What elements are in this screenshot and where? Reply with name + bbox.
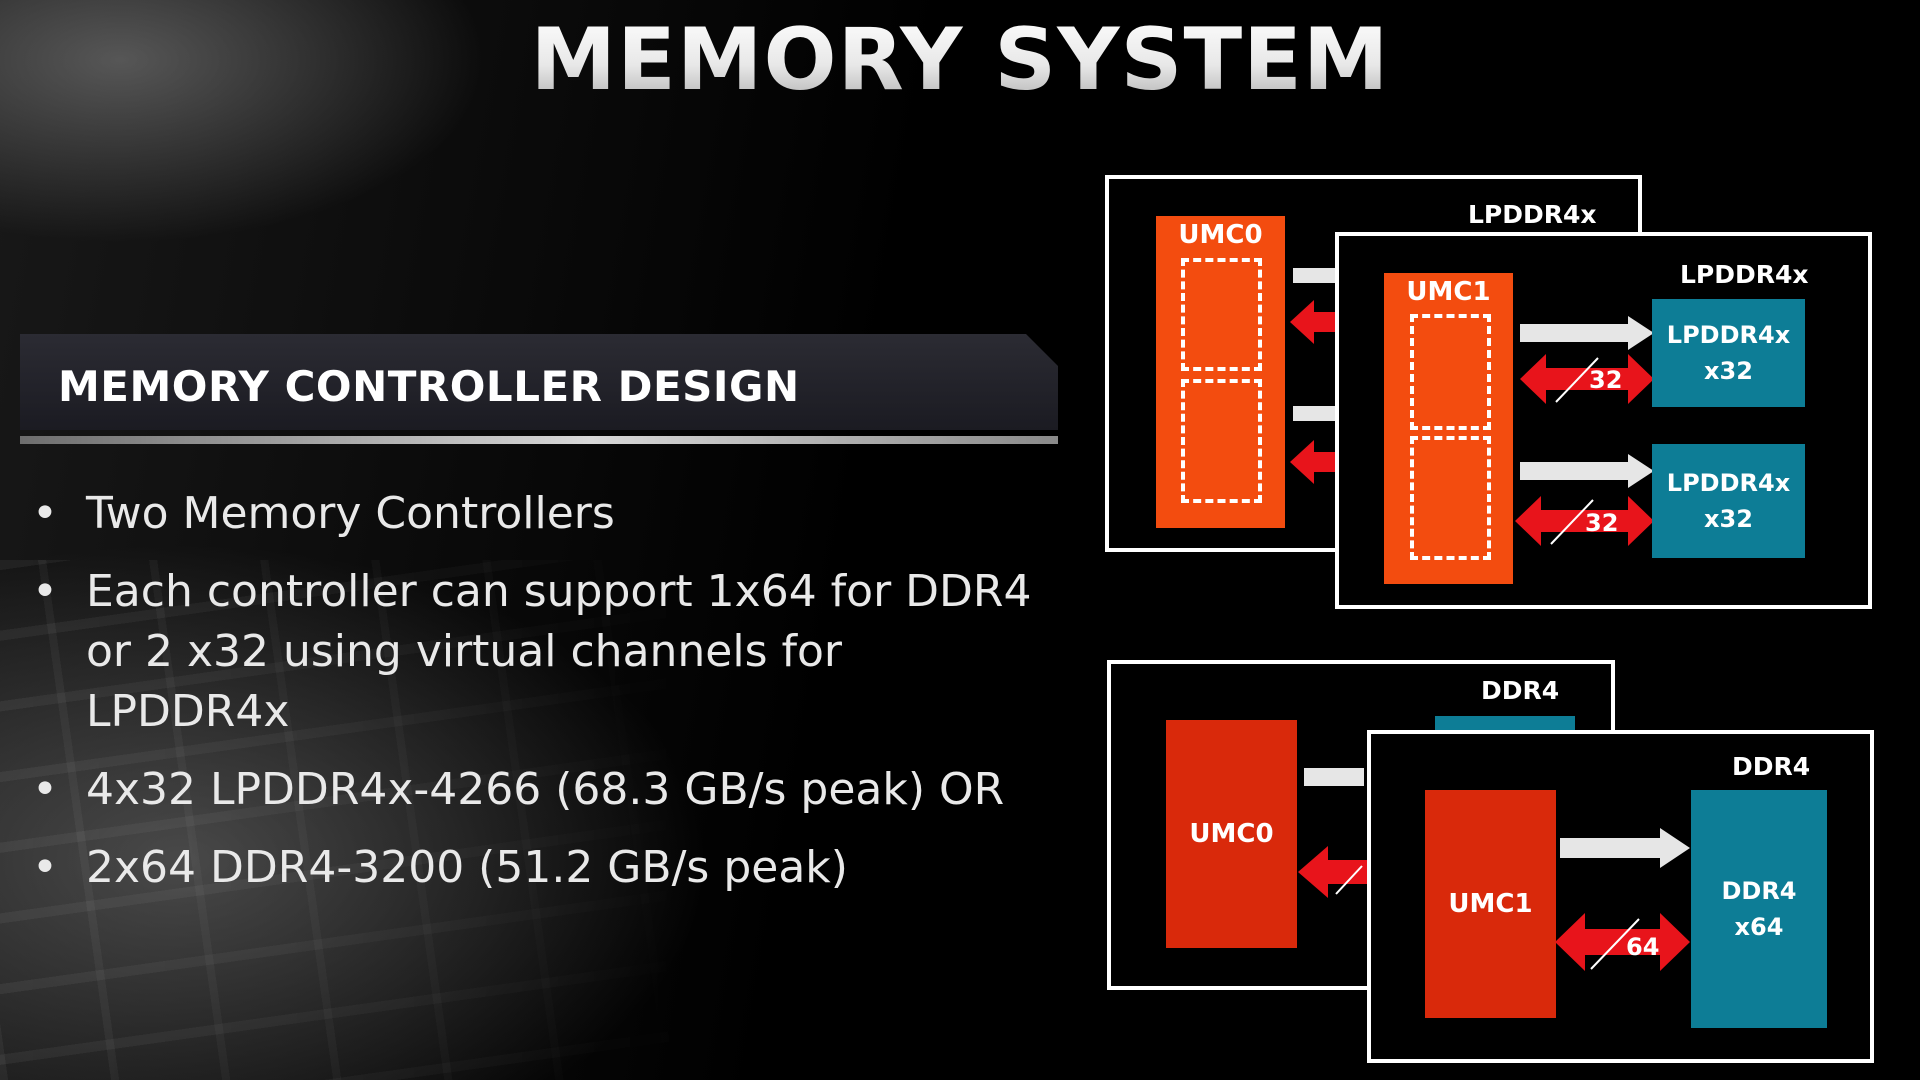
- umc1-virtual-channel-b: [1410, 436, 1491, 560]
- ddr4-front-panel-label: DDR4: [1732, 752, 1811, 781]
- bullet-list: • Two Memory Controllers • Each controll…: [28, 484, 1038, 916]
- bullet-item: • Two Memory Controllers: [28, 484, 1038, 544]
- memory-width-label: x32: [1704, 505, 1753, 533]
- bullet-text: Two Memory Controllers: [86, 488, 615, 539]
- memory-type-label: DDR4: [1721, 877, 1797, 905]
- umc0-ddr4-label: UMC0: [1189, 819, 1274, 849]
- umc1-ddr4-command-arrow: [1560, 828, 1690, 868]
- umc0-controller: UMC0: [1156, 216, 1285, 528]
- umc0-virtual-channel-b: [1181, 379, 1262, 503]
- slide-title: MEMORY SYSTEM: [0, 10, 1920, 110]
- bullet-item: • 4x32 LPDDR4x-4266 (68.3 GB/s peak) OR: [28, 760, 1038, 820]
- bullet-dot-icon: •: [32, 566, 58, 617]
- bullet-item: • Each controller can support 1x64 for D…: [28, 562, 1038, 742]
- ddr4-back-panel-label: DDR4: [1481, 676, 1560, 705]
- umc0-command-arrow-stub-a: [1293, 268, 1338, 283]
- umc1-virtual-channel-a: [1410, 314, 1491, 430]
- bullet-dot-icon: •: [32, 764, 58, 815]
- lpddr4x-memory-chip-a: LPDDR4x x32: [1652, 299, 1805, 407]
- background-keyboard-image: [0, 560, 720, 1080]
- umc1-label: UMC1: [1406, 277, 1491, 307]
- ddr4-bus-width-label: 64: [1626, 933, 1660, 961]
- umc0-ddr4-command-arrow-stub: [1304, 768, 1364, 786]
- umc0-ddr4-data-arrow-stub: [1298, 846, 1368, 898]
- umc1-ddr4-data-arrow: [1555, 913, 1690, 971]
- ddr4-memory-chip: DDR4 x64: [1691, 790, 1827, 1028]
- bullet-text: Each controller can support 1x64 for DDR…: [86, 566, 1032, 737]
- umc1-ddr4-label: UMC1: [1448, 889, 1533, 919]
- memory-type-label: LPDDR4x: [1666, 469, 1791, 497]
- umc1-command-arrow-a: [1520, 316, 1654, 350]
- bullet-item: • 2x64 DDR4-3200 (51.2 GB/s peak): [28, 838, 1038, 898]
- section-header: MEMORY CONTROLLER DESIGN: [58, 362, 800, 411]
- umc0-data-arrow-stub-b: [1290, 440, 1340, 484]
- section-banner-rule: [20, 436, 1058, 444]
- memory-width-label: x32: [1704, 357, 1753, 385]
- umc1-data-arrow-b: [1515, 496, 1654, 546]
- umc0-ddr4-controller: UMC0: [1166, 720, 1297, 948]
- bullet-text: 2x64 DDR4-3200 (51.2 GB/s peak): [86, 842, 848, 893]
- umc0-data-arrow-stub-a: [1290, 300, 1340, 344]
- memory-width-label: x64: [1734, 913, 1784, 941]
- lpddr4x-memory-chip-b: LPDDR4x x32: [1652, 444, 1805, 558]
- memory-type-label: LPDDR4x: [1666, 321, 1791, 349]
- umc1-command-arrow-b: [1520, 454, 1654, 488]
- umc0-command-arrow-stub-b: [1293, 406, 1338, 421]
- umc1-ddr4-controller: UMC1: [1425, 790, 1556, 1018]
- ddr4-back-memory-chip-edge: [1435, 716, 1575, 730]
- umc1-data-arrow-a: [1520, 354, 1654, 404]
- lpddr4x-back-panel-label: LPDDR4x: [1468, 200, 1597, 229]
- bus-width-label-b: 32: [1585, 509, 1619, 537]
- umc0-virtual-channel-a: [1181, 258, 1262, 371]
- bullet-text: 4x32 LPDDR4x-4266 (68.3 GB/s peak) OR: [86, 764, 1005, 815]
- bullet-dot-icon: •: [32, 488, 58, 539]
- section-banner: [20, 334, 1058, 430]
- bullet-dot-icon: •: [32, 842, 58, 893]
- lpddr4x-front-panel-label: LPDDR4x: [1680, 260, 1809, 289]
- umc0-label: UMC0: [1178, 220, 1263, 250]
- bus-width-label-a: 32: [1589, 366, 1623, 394]
